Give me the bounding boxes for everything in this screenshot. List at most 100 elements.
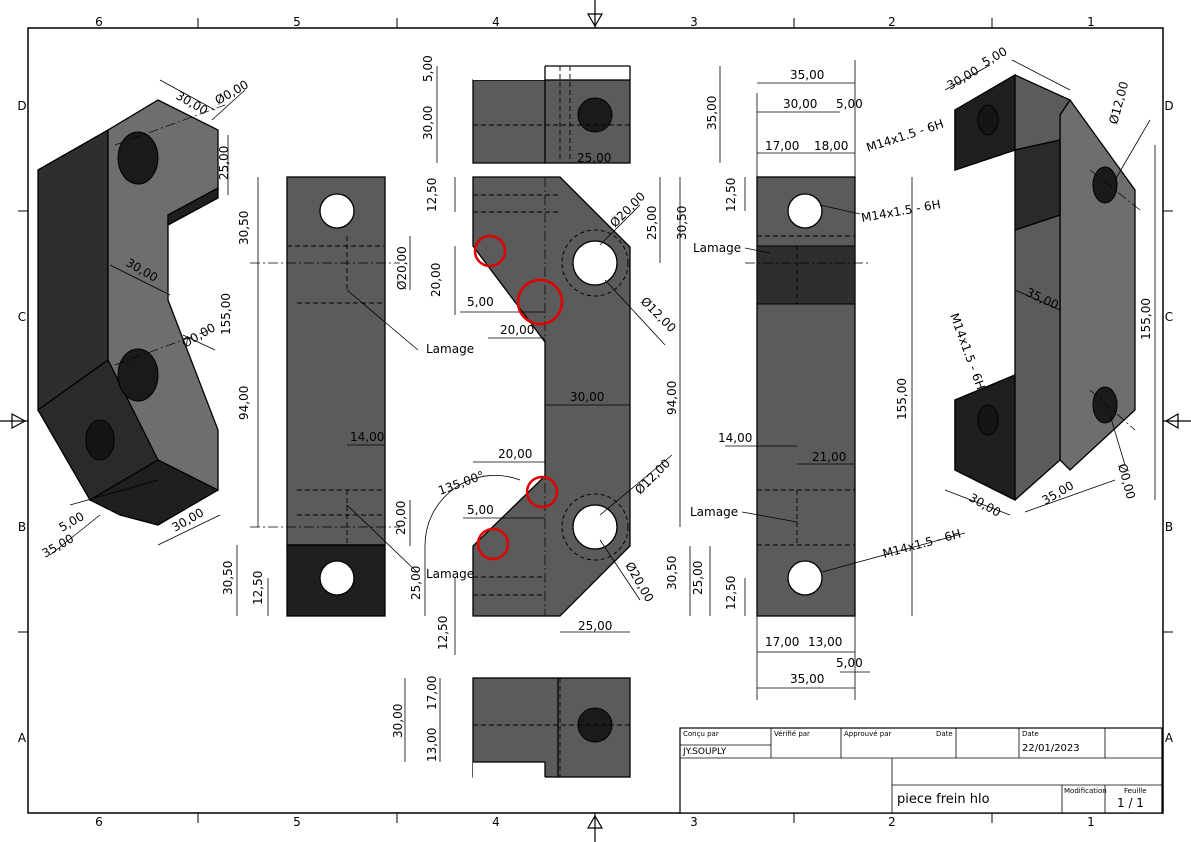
iso-left-base-face [88,459,220,526]
dim-label: 25,00 [409,566,423,600]
title-block-title: piece frein hlo [897,792,990,807]
zone-row-right: D [1164,99,1173,113]
zone-ticks [18,18,1173,823]
front-view: 12,50 Ø20,00 25,00 30,50 20,00 5,00 20,0… [394,176,711,655]
top-view: 5,00 30,00 35,00 25,00 [421,55,721,165]
dim-label: 17,00 [765,635,799,649]
dim-label: 35,00 [790,672,824,686]
title-block-date-label: Date [1022,730,1039,738]
zone-col-top: 5 [293,15,301,29]
note-lamage: Lamage [693,241,741,255]
dim-label: 25,00 [691,561,705,595]
dim-label: 21,00 [812,450,846,464]
dim-label: 35,00 [790,68,824,82]
top-view-threaded-hole [577,97,613,133]
zone-row-left: C [18,310,26,324]
dim-label: 17,00 [425,676,439,710]
title-block-date-value: 22/01/2023 [1022,743,1080,754]
zone-col-bottom: 2 [888,815,896,829]
bottom-view: 17,00 30,00 13,00 [391,676,631,778]
dim-label: 12,50 [436,616,450,650]
highlight-circle [473,234,507,268]
dim-label: 20,00 [500,323,534,337]
zone-row-right: B [1165,520,1173,534]
side-left-body [286,176,386,546]
side-left-hole-bottom [319,560,355,596]
dim-label: 94,00 [665,381,679,415]
zone-row-left: B [18,520,26,534]
zone-col-top: 4 [492,15,500,29]
dim-label: 25,00 [645,206,659,240]
zone-col-bottom: 6 [95,815,103,829]
zone-col-top: 2 [888,15,896,29]
title-block-modification-label: Modification [1064,787,1107,795]
zone-col-bottom: 1 [1087,815,1095,829]
side-left-hole-top [319,193,355,229]
dim-label: 35,00 [705,96,719,130]
dim-label: 18,00 [814,139,848,153]
dim-label: 20,00 [498,447,532,461]
dim-label: 25,00 [578,619,612,633]
dim-label: 30,00 [783,97,817,111]
title-block-concu-value: JY.SOUPLY [682,747,727,757]
side-view-right: 35,00 30,00 5,00 17,00 18,00 12,50 155,0… [690,60,966,700]
side-view-left: 30,50 Ø20,00 94,00 14,00 30,50 12,50 Lam… [221,176,474,617]
note-lamage: Lamage [426,342,474,356]
zone-col-bottom: 3 [690,815,698,829]
zone-row-left: A [18,731,27,745]
dim-label: 30,00 [391,704,405,738]
title-block-verifie-label: Vérifié par [774,730,810,738]
dim-label: 12,50 [425,178,439,212]
dim-label: 12,50 [724,178,738,212]
iso-left-threaded-hole [85,419,115,461]
iso-left-slot-face [167,186,219,227]
title-block-approuve-label: Approuvé par [844,730,892,738]
dim-label: 155,00 [895,378,909,420]
dim-label: 14,00 [718,431,752,445]
dim-label: 30,50 [221,561,235,595]
iso-right-hole-bottom [1092,386,1118,424]
title-block-feuille-label: Feuille [1124,787,1147,795]
dim-label: 30,00 [421,106,435,140]
iso-right-bottom-block [954,374,1016,502]
note-lamage: Lamage [690,505,738,519]
dim-label: 14,00 [350,430,384,444]
dim-label: 5,00 [836,97,863,111]
dim-label: 30,50 [237,211,251,245]
zone-col-bottom: 5 [293,815,301,829]
highlight-circle [516,278,564,326]
zone-col-top: 3 [690,15,698,29]
side-right-hole-bottom [787,560,823,596]
iso-view-left: 30,00 Ø0,00 25,00 30,00 155,00 Ø0,00 5,0… [37,77,251,561]
dim-label: 5,00 [467,503,494,517]
zone-col-top: 1 [1087,15,1095,29]
dim-label: 155,00 [1139,298,1153,340]
iso-right-thread-top [977,104,999,136]
dim-label: 12,50 [724,576,738,610]
dim-label: 20,00 [429,263,443,297]
iso-left-hole-bottom [117,348,159,402]
dim-label: 25,00 [577,151,611,165]
iso-right-hole-top [1092,166,1118,204]
side-right-hole-top [787,193,823,229]
dim-label: 17,00 [765,139,799,153]
title-block-date-label: Date [936,730,953,738]
title-block: Conçu par JY.SOUPLY Vérifié par Approuvé… [679,727,1163,814]
dim-label: 5,00 [836,656,863,670]
side-right-body [756,176,856,617]
zone-col-top: 6 [95,15,103,29]
zone-labels: 6 5 4 3 2 1 6 5 4 3 2 1 D C B A D C B A [17,15,1174,829]
dim-label: 12,50 [251,571,265,605]
dim-label: 5,00 [467,295,494,309]
zone-row-left: D [17,99,26,113]
dim-label: 13,00 [808,635,842,649]
front-hole-top [572,240,618,286]
front-hole-bottom [572,504,618,550]
highlight-circle [525,475,559,509]
note-lamage: Lamage [426,567,474,581]
dim-label: 13,00 [425,728,439,762]
title-block-concu-label: Conçu par [683,730,719,738]
dim-label: 30,50 [665,556,679,590]
